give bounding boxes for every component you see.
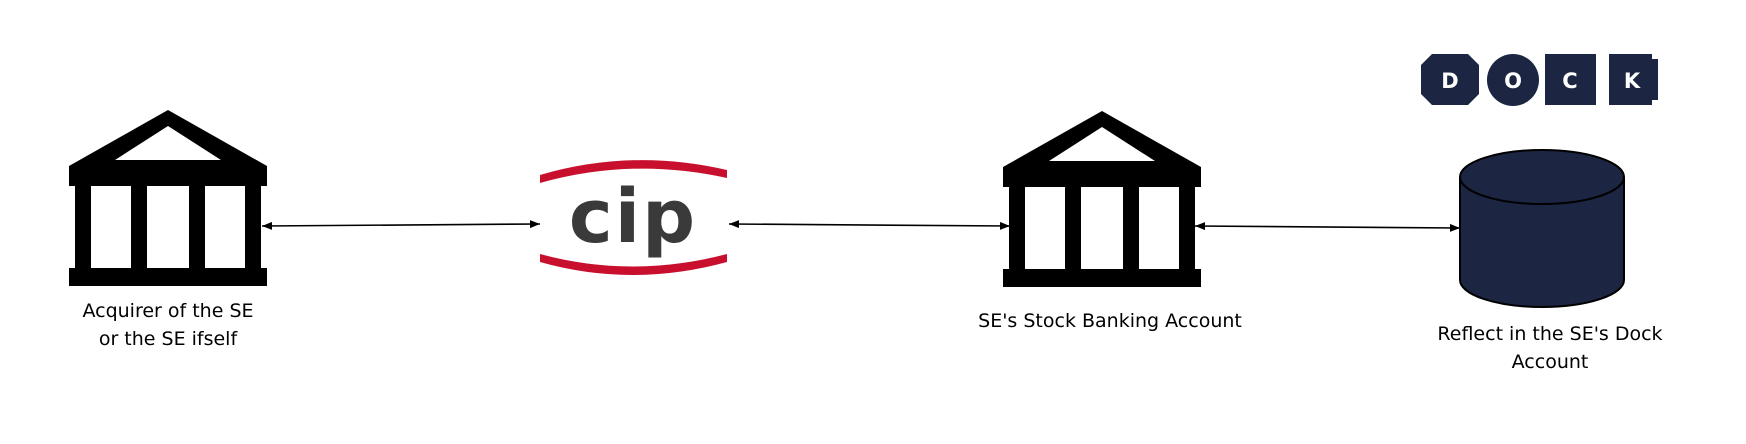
acquirer-label: Acquirer of the SE or the SE ifself — [43, 297, 293, 353]
bank-account-label-text: SE's Stock Banking Account — [978, 310, 1242, 332]
stock-bank-icon — [1003, 111, 1201, 287]
dock-account-label-line1: Reflect in the SE's Dock — [1437, 323, 1663, 345]
cip-logo: cip — [540, 160, 727, 275]
acquirer-label-line2: or the SE ifself — [98, 328, 238, 350]
dock-account-label-line2: Account — [1511, 351, 1589, 373]
acquirer-label-line1: Acquirer of the SE — [82, 300, 254, 322]
edge-cip-bank — [728, 220, 1011, 230]
dock-logo: D O C K — [1421, 54, 1658, 106]
dock-letter-o: O — [1504, 69, 1522, 93]
cip-logo-text: cip — [569, 174, 697, 260]
bank-account-label: SE's Stock Banking Account — [950, 307, 1270, 335]
dock-letter-k: K — [1624, 69, 1641, 93]
edge-bank-dock — [1194, 222, 1461, 232]
database-cylinder-icon — [1459, 149, 1625, 308]
dock-letter-c: C — [1562, 69, 1577, 93]
acquirer-bank-icon — [69, 110, 267, 286]
dock-account-label: Reflect in the SE's Dock Account — [1400, 320, 1700, 376]
edge-acquirer-cip — [261, 220, 541, 230]
dock-letter-d: D — [1441, 69, 1458, 93]
